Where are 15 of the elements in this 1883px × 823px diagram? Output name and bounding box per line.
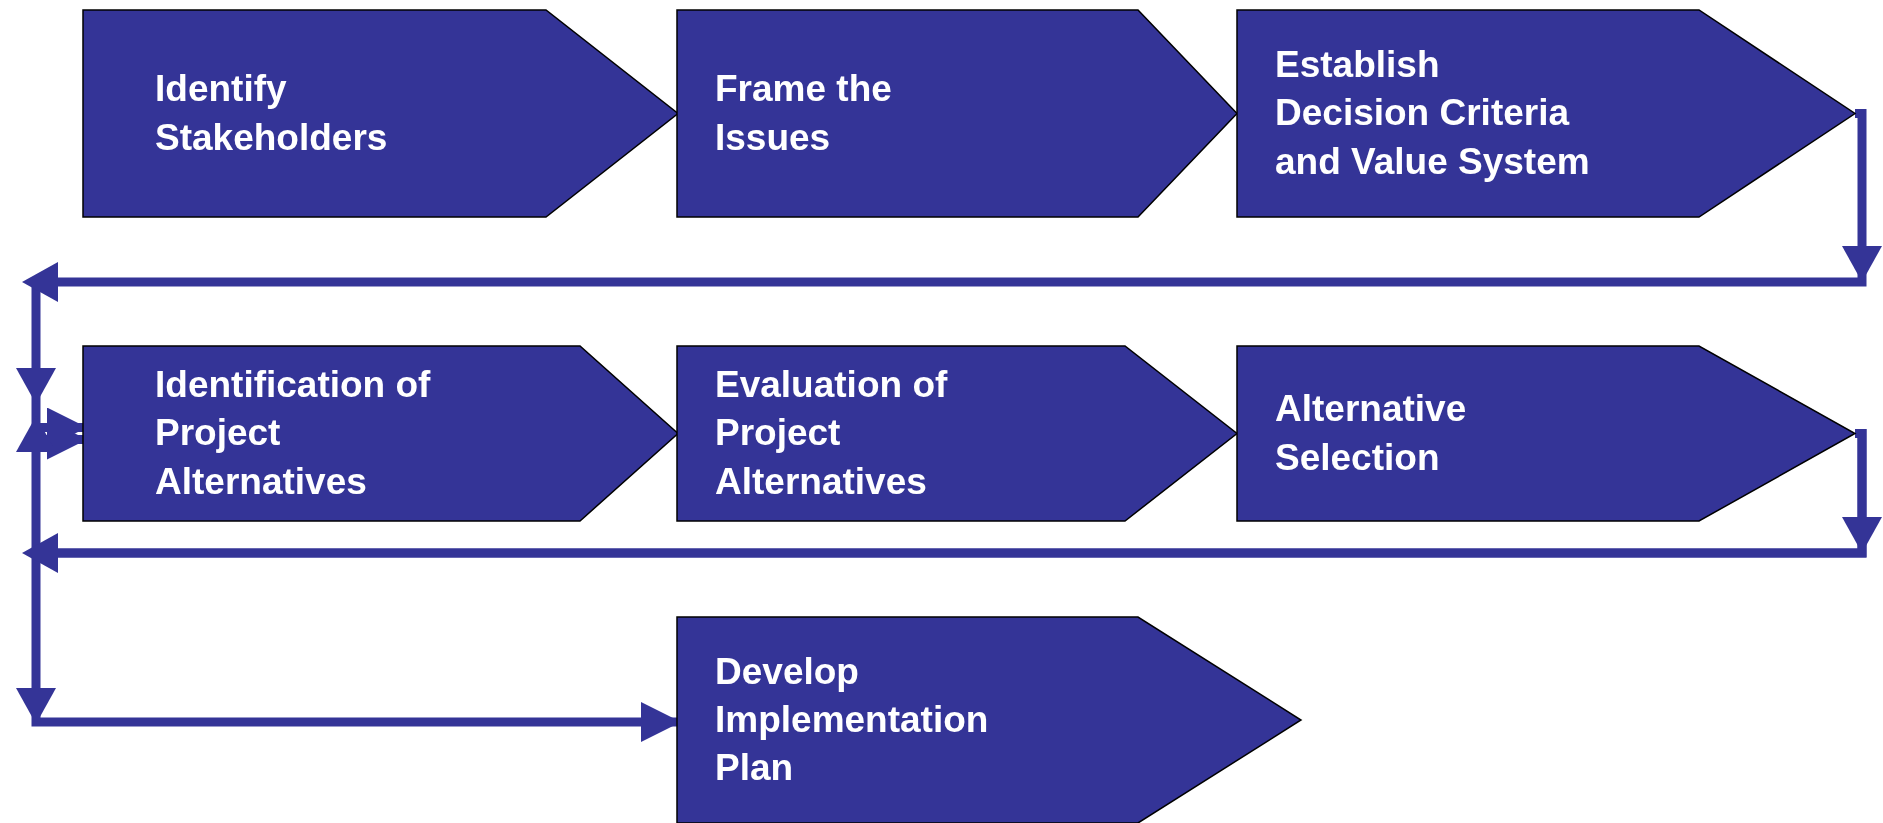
step-label: Alternative Selection <box>1275 387 1468 480</box>
step-label: Establish Decision Criteria and Value System <box>1275 43 1591 184</box>
step-label: Evaluation of Project Alternatives <box>715 363 949 504</box>
step-label: Develop Implementation Plan <box>715 649 990 791</box>
chevron-step <box>1237 10 1855 217</box>
flow-arrow <box>31 429 1867 742</box>
chevron-step <box>677 346 1237 521</box>
step-label: Identification of Project Alternatives <box>155 363 432 504</box>
chevron-step <box>83 346 678 521</box>
chevron-step <box>83 10 678 217</box>
step-label: Identify Stakeholders <box>155 67 389 160</box>
step-label: Frame the Issues <box>715 67 893 160</box>
chevron-step <box>1237 346 1855 521</box>
chevron-step <box>677 617 1301 823</box>
chevron-step <box>677 10 1237 217</box>
